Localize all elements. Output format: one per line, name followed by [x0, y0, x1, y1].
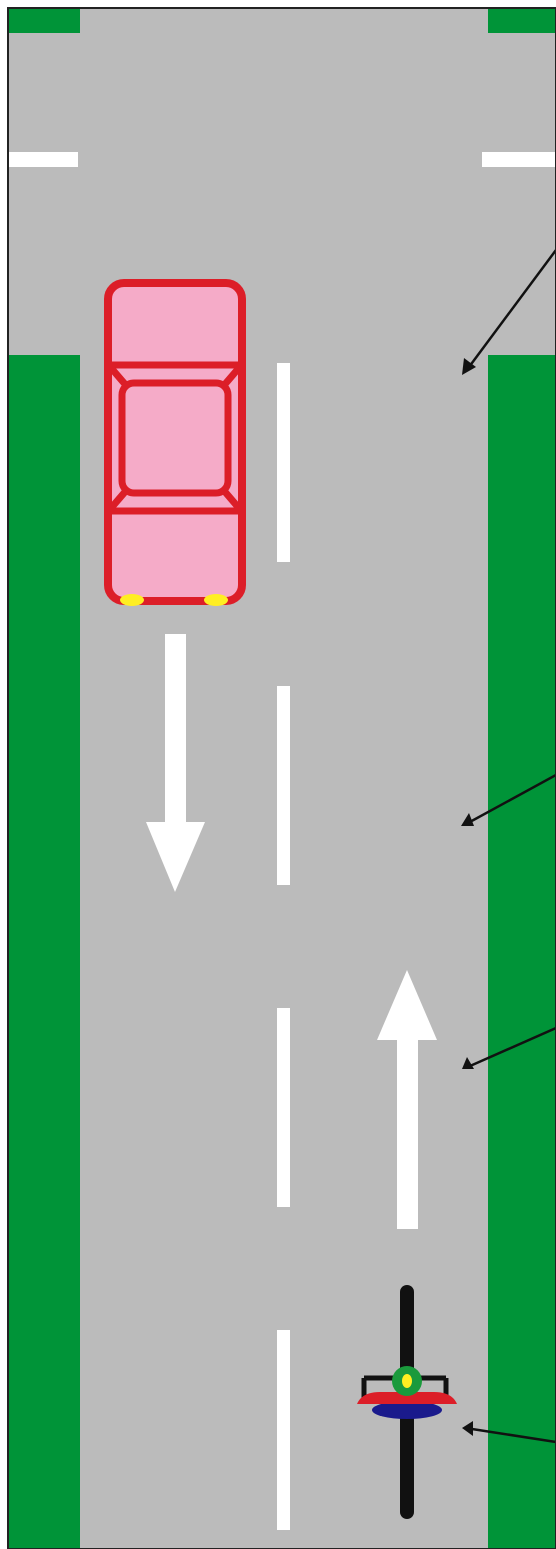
verge-top-left [8, 8, 80, 33]
verge-left [8, 355, 80, 1549]
centre-dash [277, 1008, 290, 1207]
headlight-right [204, 594, 228, 606]
centre-dash [277, 363, 290, 562]
junction-marking-right [482, 152, 556, 167]
centre-dash [277, 1330, 290, 1530]
car-roof [122, 383, 228, 493]
junction-marking-left [8, 152, 78, 167]
verge-right [488, 355, 556, 1549]
centre-dash [277, 686, 290, 885]
verge-top-right [488, 8, 556, 33]
car [108, 283, 242, 606]
rider-helmet [402, 1374, 412, 1388]
headlight-left [120, 594, 144, 606]
